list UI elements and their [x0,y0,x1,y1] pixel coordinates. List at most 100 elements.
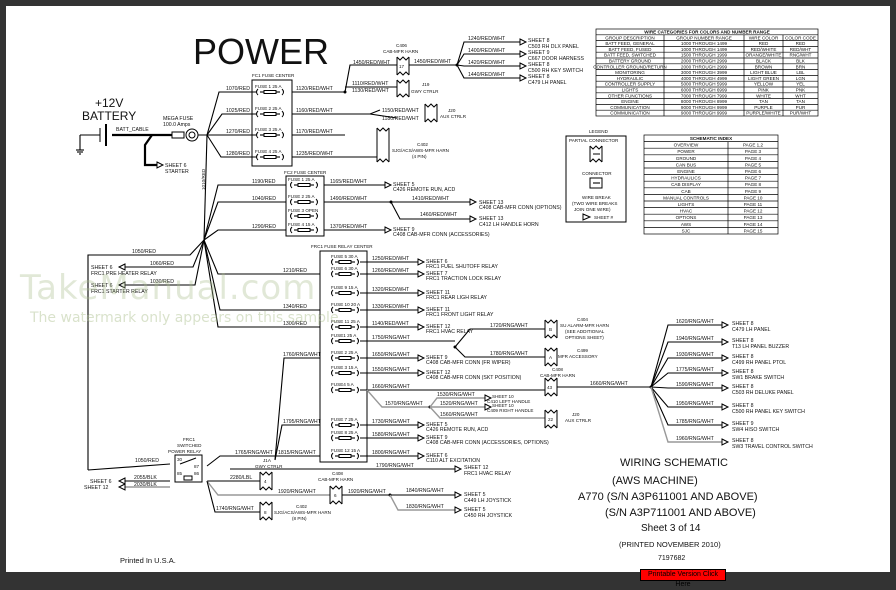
c402b-connector-icon [259,501,273,521]
sheet-arrow-icon [156,161,165,169]
wire-1460: 1460/RED/WHT [420,212,458,218]
destination-label: C408 CAB-MFR CONN (ACCESSORIES, OPTIONS) [426,440,549,446]
j19-desc: GWY CTRLR [411,89,439,94]
fuse-bracket-icon [331,323,334,331]
sheet-ref: SHEET 8 [528,38,550,44]
printable-version-button[interactable]: Printable Version Click Here [640,569,726,588]
sheet-ref: SHEET 8 [732,384,754,390]
index-page: PAGE 9 [745,189,762,194]
fuse-label: FUSE 3 OPEN [288,208,318,213]
c406-harn-label: CAB-MFR HARN [383,49,418,54]
fuse-bracket-icon [331,354,334,362]
c408-label: C408 [332,471,343,476]
fc1-fuse-center [251,79,293,167]
wire-table-cell: RED/WHITE [751,47,777,52]
fuse-bracket-icon [331,421,334,429]
destination-label: C449 LH JOYSTICK [464,498,512,504]
wire-2280: 2280/LBL [230,475,252,481]
fuse-icon [263,112,277,116]
fuse-label: FUSE 4 15 A [288,222,315,227]
fuse-label: FUSE 10 20 A [331,302,361,307]
wire-table-cell: CONTROLLER SUPPLY [605,82,655,87]
wire-table-cell: 1500 THROUGH 1999 [681,53,728,58]
wire-table-header: GROUP DESCRIPTION [605,35,654,40]
pin-label: 86 [194,471,200,476]
wiring-schematic: POWER +12V BATTERY BATT_CABLE SHEET 6 ST… [76,28,819,565]
battery-label: BATTERY [82,109,136,123]
wire-1760: 1760/RNG/WHT [283,352,322,358]
model-serial: A770 (S/N A3P611001 AND ABOVE) [578,491,758,503]
wire-table-cell: 7000 THROUGH 7999 [681,93,728,98]
c402-desc: SJG/ACS/AWS-MFR HARN [274,510,331,515]
wire-label: 1440/RED/WHT [468,72,506,78]
wire-label: 1160/RED/WHT [296,108,334,114]
wire-label: 1120/RED/WHT [296,86,334,92]
wire-label: 1240/RED/WHT [468,36,506,42]
pin-label: 43 [547,385,553,390]
fuse-bracket-icon [331,369,334,377]
pin-label: 85 [177,471,183,476]
index-section: GROUND [676,156,697,161]
wire-table-cell: BATTERY GROUND [609,59,652,64]
wire-label: 1580/RNG/WHT [372,432,411,438]
j20-label: J20 [572,412,580,417]
destination-label: C110 ALT EXCITATION [426,458,480,464]
wire-label: 1775/RNG/WHT [676,367,715,373]
fuse-icon [338,423,352,427]
wire-label: 1950/RNG/WHT [676,401,715,407]
wire-1530: 1530/RNG/WHT [437,392,476,398]
sheet-arrow-icon [384,226,393,234]
sheet-arrow-icon [417,289,426,297]
c402-pins: (8 PIN) [292,516,307,521]
sheet-ref: SHEET 12 [84,485,109,491]
wire-table-cell: PUR/WHT [790,111,812,116]
wire-table-cell: 6000 THROUGH 6999 [681,88,728,93]
wire-1740: 1740/RNG/WHT [216,506,255,512]
fuse-icon [338,325,352,329]
wire-table-cell: 8000 THROUGH 8999 [681,99,728,104]
sheet-ref: SHEET 6 [426,453,448,459]
wire-1570: 1570/RNG/WHT [385,401,424,407]
c404-note: (SEE ADDITIONAL [565,329,605,334]
pin-label: B [549,327,552,332]
wire-table-cell: YELLOW [754,82,774,87]
index-page: PAGE 7 [745,176,762,181]
fuse-label: FUSE 2 25 A [331,350,358,355]
wire-label: 1730/RNG/WHT [372,419,411,425]
fuse-bracket-icon [290,212,293,220]
wire-label: 1170/RED/WHT [296,129,334,135]
wire-label: 1165/RED/WHT [330,179,368,185]
c406-label: C406 [396,43,407,48]
j1a-label: J1A [263,458,272,463]
pin-label: 22 [548,417,554,422]
fuse-icon [338,436,352,440]
sheet-arrow-icon [721,369,730,377]
c408-label: C408 [552,367,563,372]
sheet-arrow-icon [417,306,426,314]
wire-table-cell: RNG/WHT [790,53,812,58]
relay-title: FRC1 [183,437,195,442]
index-page: PAGE 5 [745,162,762,167]
j20-desc: AUX CTRLR [565,418,592,423]
sheet-ref: SHEET 12 [426,324,451,330]
megafuse-label: MEGA FUSE [163,116,194,122]
destination-label: SW4 HISO SWITCH [732,427,780,433]
wire-1830: 1830/RNG/WHT [406,504,445,510]
wire-label: 1330/RED/WHT [372,304,410,310]
sheet-ref: SHEET 8 [732,438,754,444]
wire-table-title: WIRE CATEGORIES FOR COLORS AND NUMBER RA… [644,30,770,35]
destination-label: C408 CAB-MFR CONN (SKT POSITION) [426,375,522,381]
wire-1765: 1765/RNG/WHT [235,450,274,456]
megafuse-terminal-icon [185,128,199,142]
wire-label: 1620/RNG/WHT [676,319,715,325]
